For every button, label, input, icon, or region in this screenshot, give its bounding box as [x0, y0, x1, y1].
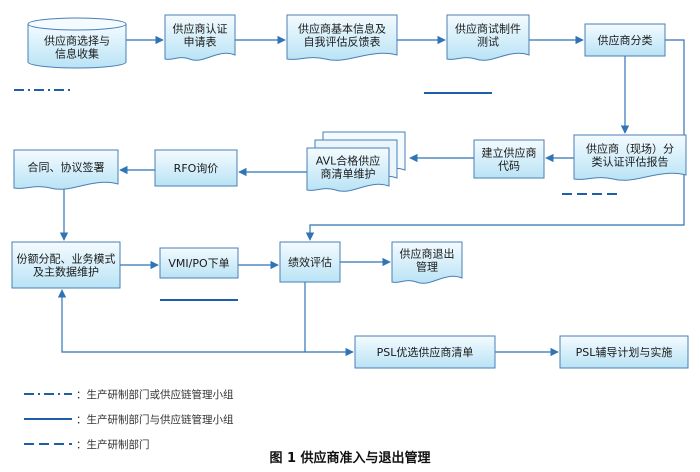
node-supplier-classification: 供应商分类: [584, 23, 666, 57]
node-label: 及主数据维护: [33, 265, 99, 279]
node-label: PSL优选供应商清单: [377, 345, 474, 359]
node-rfq-inquiry: RFO询价: [154, 149, 238, 187]
node-shape: [573, 134, 687, 181]
node-label: 申请表: [184, 35, 217, 49]
node-shape: [584, 23, 666, 57]
node-shape: [279, 241, 341, 283]
node-label: 类认证评估报告: [592, 155, 669, 169]
node-label: 供应商试制件: [455, 22, 521, 36]
node-label: PSL辅导计划与实施: [576, 345, 673, 359]
node-label: VMI/PO下单: [168, 257, 229, 270]
node-label: RFO询价: [174, 162, 219, 175]
node-label: 供应商退出: [400, 247, 455, 261]
node-shape: [306, 147, 390, 192]
node-shape: [286, 14, 398, 61]
node-shape: [27, 24, 127, 69]
node-shape: [13, 149, 119, 190]
node-label: 自我评估反馈表: [304, 35, 381, 49]
legend-label: ：生产研制部门或供应链管理小组: [76, 388, 234, 401]
node-label: 商清单维护: [321, 167, 376, 181]
node-label: 供应商选择与: [44, 34, 110, 48]
node-label: 代码: [498, 160, 520, 173]
node-shape: [164, 14, 236, 61]
node-psl-list: PSL优选供应商清单: [354, 335, 496, 369]
node-vmi-po: VMI/PO下单: [159, 247, 239, 279]
node-shape: [154, 149, 238, 187]
node-shape: [559, 335, 689, 369]
node-shape: [11, 241, 121, 289]
legend-label: ：生产研制部门: [76, 438, 150, 451]
legend: ：生产研制部门或供应链管理小组 ：生产研制部门与供应链管理小组 ：生产研制部门: [24, 388, 234, 451]
node-label: 供应商分类: [598, 33, 653, 47]
edge-eval-to-psl: [304, 282, 354, 357]
flow-arrows: [57, 35, 685, 357]
node-label: 管理: [416, 260, 438, 274]
node-label: 供应商认证: [173, 22, 228, 36]
process-nodes: 供应商选择与信息收集供应商认证申请表供应商基本信息及自我评估反馈表供应商试制件测…: [11, 14, 689, 369]
node-shape: [391, 241, 463, 284]
node-shape: [159, 247, 239, 279]
node-label: 供应商基本信息及: [298, 22, 386, 36]
responsibility-markers: [14, 89, 622, 301]
edge-classification-to-eval: [305, 39, 685, 241]
node-label: 信息收集: [55, 47, 99, 61]
figure-caption: 图 1 供应商准入与退出管理: [269, 450, 430, 466]
node-label: 测试: [477, 36, 499, 49]
node-label: 建立供应商: [482, 146, 537, 160]
node-label: 供应商（现场）分: [586, 142, 674, 156]
node-performance-eval: 绩效评估: [279, 241, 341, 283]
node-label: AVL合格供应: [316, 154, 380, 168]
edge-psl-to-quota: [57, 289, 305, 353]
node-psl-coaching: PSL辅导计划与实施: [559, 335, 689, 369]
legend-label: ：生产研制部门与供应链管理小组: [76, 413, 234, 426]
node-shape: [354, 335, 496, 369]
node-label: 合同、协议签署: [28, 160, 105, 174]
node-contract-signing: 合同、协议签署: [13, 149, 119, 190]
node-shape: [446, 14, 530, 61]
node-shape: [473, 139, 545, 179]
node-label: 绩效评估: [288, 255, 332, 269]
node-label: 份额分配、业务模式: [17, 253, 116, 266]
node-shape-top: [27, 17, 127, 31]
